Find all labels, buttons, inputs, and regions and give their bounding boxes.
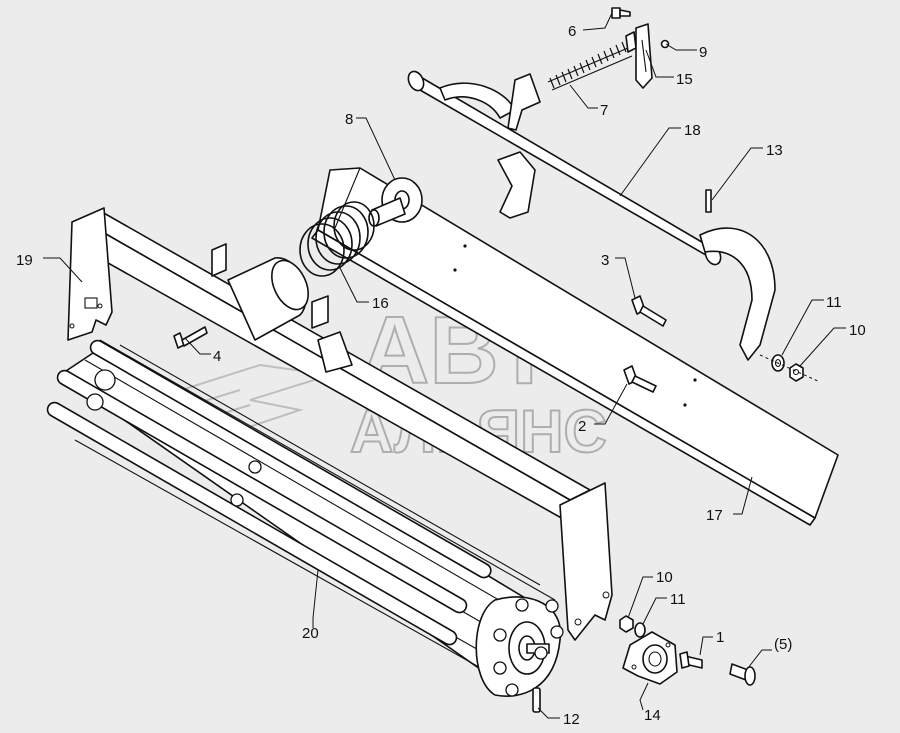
part-13-pin	[705, 189, 712, 213]
callout-20: 20	[302, 625, 319, 642]
callout-8: 8	[345, 111, 353, 128]
part-20-reel	[46, 339, 564, 697]
part-10-nut-upper	[789, 363, 804, 382]
adjuster-arm	[497, 73, 541, 219]
callout-11-lower: 11	[670, 591, 686, 608]
callout-17: 17	[706, 507, 723, 524]
callout-10-upper: 10	[849, 322, 866, 339]
callout-16: 16	[372, 295, 389, 312]
callout-9: 9	[699, 44, 707, 61]
callout-5: (5)	[774, 636, 792, 653]
callout-13: 13	[766, 142, 783, 159]
part-4-bolt	[173, 326, 208, 349]
part-14-bearing-housing	[622, 631, 678, 685]
part-5-screw	[729, 663, 756, 686]
callout-3: 3	[601, 252, 609, 269]
part-9-nut	[660, 39, 670, 49]
callout-2: 2	[578, 418, 586, 435]
callout-12: 12	[563, 711, 580, 728]
part-1-bolt	[679, 651, 703, 669]
part-7-spring	[547, 31, 637, 91]
callout-11-upper: 11	[826, 294, 842, 311]
part-12-pin	[532, 687, 541, 713]
part-2-bolt	[623, 365, 657, 393]
part-10-nut-lower	[619, 615, 634, 633]
callout-10-lower: 10	[656, 569, 673, 586]
leader-lines	[43, 12, 846, 719]
part-16-spring	[299, 201, 375, 277]
part-13-bracket	[699, 227, 776, 361]
callout-labels: 6 9 15 7 8 18 13 19 3 16 11 10 4 2 17 10…	[16, 23, 866, 728]
part-6-screw	[611, 7, 631, 19]
callout-1: 1	[716, 629, 724, 646]
part-17-main-tube	[311, 167, 839, 526]
callout-7: 7	[600, 102, 608, 119]
part-11-washer-lower	[634, 622, 646, 638]
callout-4: 4	[213, 348, 221, 365]
callout-6: 6	[568, 23, 576, 40]
callout-19: 19	[16, 252, 33, 269]
part-8-flange	[368, 177, 423, 227]
frame-mount-cylinder	[227, 257, 353, 373]
callout-15: 15	[676, 71, 693, 88]
callout-18: 18	[684, 122, 701, 139]
part-15-plate	[635, 23, 653, 89]
part-3-bolt	[631, 295, 667, 327]
callout-14: 14	[644, 707, 661, 724]
